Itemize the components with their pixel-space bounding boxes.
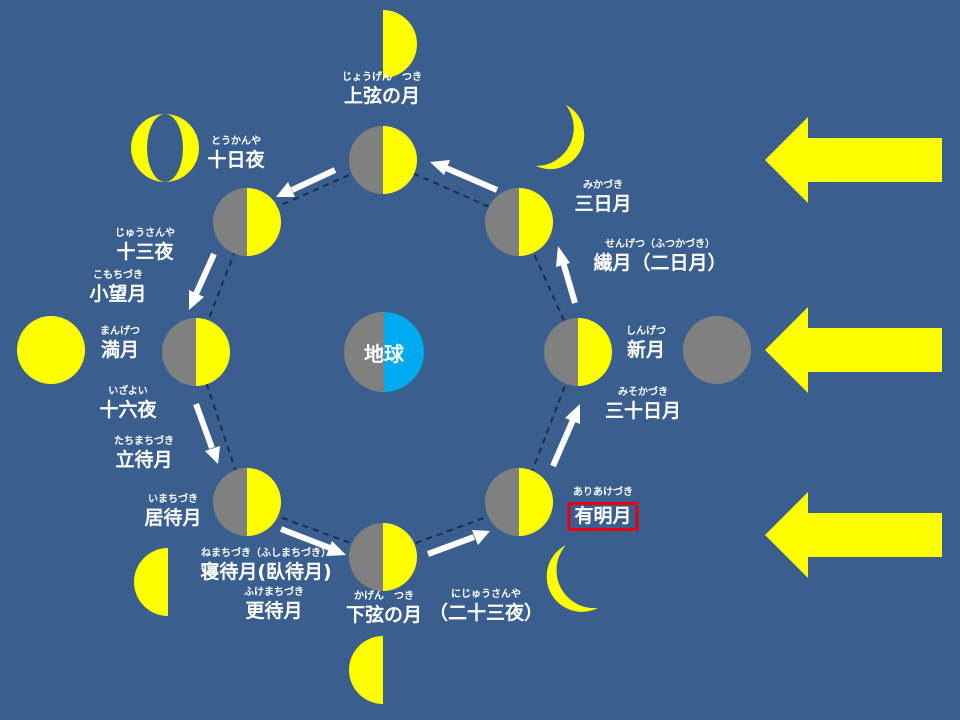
label-nemachi: ねまちづき（ふしまちづき） 寝待月(臥待月) [200,549,331,582]
orbit-arrow-icon [556,246,578,304]
ruby: こもちづき [92,270,143,281]
waning-crescent-phase-icon [546,545,598,612]
ruby: ふけまちづき [244,587,304,598]
moon-juusanya-orbit [213,188,281,256]
label-misokazuki: みそかづき 三十日月 [605,388,681,421]
orbit-arrow-icon [426,530,490,557]
orbit-path [194,158,580,557]
waning-gibbous-phase-icon [134,548,186,616]
name: 三十日月 [604,400,682,422]
label-shingetsu: しんげつ 新月 [626,327,666,360]
sunlight-arrow-icon [765,307,942,393]
ruby: いまちづき [147,494,198,505]
ruby: ねまちづき（ふしまちづき） [201,548,331,559]
name: 寝待月(臥待月) [200,561,332,583]
ruby: じょうげん つき [342,72,422,83]
name: 三日月 [574,193,632,215]
label-mangetsu: まんげつ 満月 [100,327,140,360]
name: 新月 [626,339,665,361]
earth-label: 地球 [364,342,404,366]
waxing-gibbous-phase-icon [131,114,199,182]
name: 上弦の月 [343,85,420,107]
label-imachi: いまちづき 居待月 [144,495,201,528]
ruby: にじゅうさんや [450,589,521,600]
orbit-arrow-icon [550,404,580,468]
ruby: じゅうさんや [115,228,175,239]
label-izayoi: いざよい 十六夜 [99,387,156,420]
crescent-phase-icon [536,105,585,170]
label-kagen: かげん つき 下弦の月 [346,592,422,625]
ruby: みそかづき [617,387,668,398]
label-mikazuki: みかづき 三日月 [574,181,631,214]
label-senngetsu: せんげつ（ふつかづき） 繊月（二日月） [593,240,726,273]
ruby: しんげつ [626,326,666,337]
name: 十日夜 [207,149,265,171]
label-juusanya: じゅうさんや 十三夜 [115,229,175,262]
label-komochi: こもちづき 小望月 [89,271,146,304]
name: 下弦の月 [345,604,423,626]
ruby: せんげつ（ふつかづき） [604,239,715,250]
orbit-arrow-icon [276,167,337,197]
name: 満月 [100,339,139,361]
orbit-arrow-icon [189,252,217,310]
orbit-arrow-icon [279,526,346,556]
label-jougen: じょうげん つき 上弦の月 [342,73,422,106]
orbit-moons [162,126,612,591]
ruby: みかづき [582,180,623,191]
earth-icon [344,312,424,392]
moon-mangetsu-orbit [162,318,230,386]
name: 十六夜 [99,399,157,421]
ruby: とうかんや [210,136,261,147]
orbit-arrow-icon [193,402,220,464]
sunlight-arrow-icon [765,117,942,203]
sunlight-arrow-icon [765,492,942,578]
label-ariake: ありあけづき 有明月 [567,487,639,531]
new-moon-phase-icon [683,316,751,384]
name: （二十三夜） [428,602,544,624]
moon-mikazuki-orbit [485,188,553,256]
label-fukemachi: ふけまちづき 更待月 [244,588,304,621]
name: 小望月 [89,283,147,305]
ruby: いざよい [108,386,148,397]
moon-shingetsu-orbit [544,318,612,386]
full-moon-phase-icon [17,316,85,384]
phase-moons [17,10,751,704]
moon-imachi-orbit [213,468,281,536]
ruby: ありあけづき [572,487,633,498]
third-quarter-phase-icon [349,636,383,704]
orbit-arrow-icon [430,160,499,193]
moon-ariake-orbit [485,468,553,536]
name: 居待月 [144,507,202,529]
ruby: まんげつ [100,326,140,337]
label-tachimachi: たちまちづき 立待月 [114,437,174,470]
label-toukanya: とうかんや 十日夜 [207,137,264,170]
first-quarter-phase-icon [383,10,417,78]
ruby: かげん つき [353,591,414,602]
name: 十三夜 [116,241,174,263]
sunlight-arrows [765,117,942,578]
moon-kagen-orbit [349,523,417,591]
orbit-arrows [189,160,580,557]
name: 更待月 [245,600,303,622]
highlighted-name: 有明月 [567,502,639,531]
label-nijuusanya: にじゅうさんや （二十三夜） [429,590,543,623]
name: 繊月（二日月） [593,252,727,274]
moon-jougen-orbit [349,126,417,194]
ruby: たちまちづき [114,436,174,447]
name: 立待月 [115,449,173,471]
